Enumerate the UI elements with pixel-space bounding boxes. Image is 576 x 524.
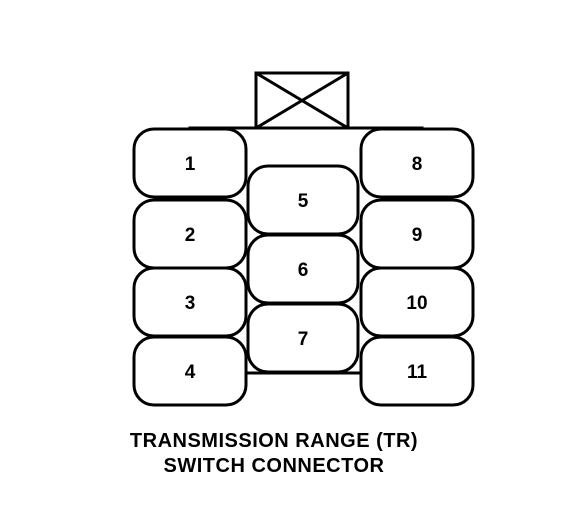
pin-5-label: 5 [298,191,309,212]
caption-subtitle: SWITCH CONNECTOR [163,455,385,477]
pin-3-label: 3 [185,293,196,314]
pin-7-label: 7 [298,329,309,350]
caption-title: TRANSMISSION RANGE (TR) [129,430,419,452]
pin-11: 11 [359,335,475,407]
pin-2-label: 2 [185,225,196,246]
pin-1: 1 [132,127,248,199]
pin-3: 3 [132,266,248,338]
pin-4: 4 [132,335,248,407]
pin-9: 9 [359,198,475,270]
pin-5: 5 [246,164,360,236]
pin-8: 8 [359,127,475,199]
pin-4-label: 4 [185,362,196,383]
locking-tab-icon [254,71,350,130]
pin-1-label: 1 [185,154,196,175]
pin-2: 2 [132,198,248,270]
pin-8-label: 8 [412,154,423,175]
pin-10-label: 10 [406,293,427,314]
pin-9-label: 9 [412,225,423,246]
pin-11-label: 11 [407,362,428,383]
pin-6: 6 [246,233,360,305]
pin-7: 7 [246,302,360,374]
pin-6-label: 6 [298,260,309,281]
pin-10: 10 [359,266,475,338]
